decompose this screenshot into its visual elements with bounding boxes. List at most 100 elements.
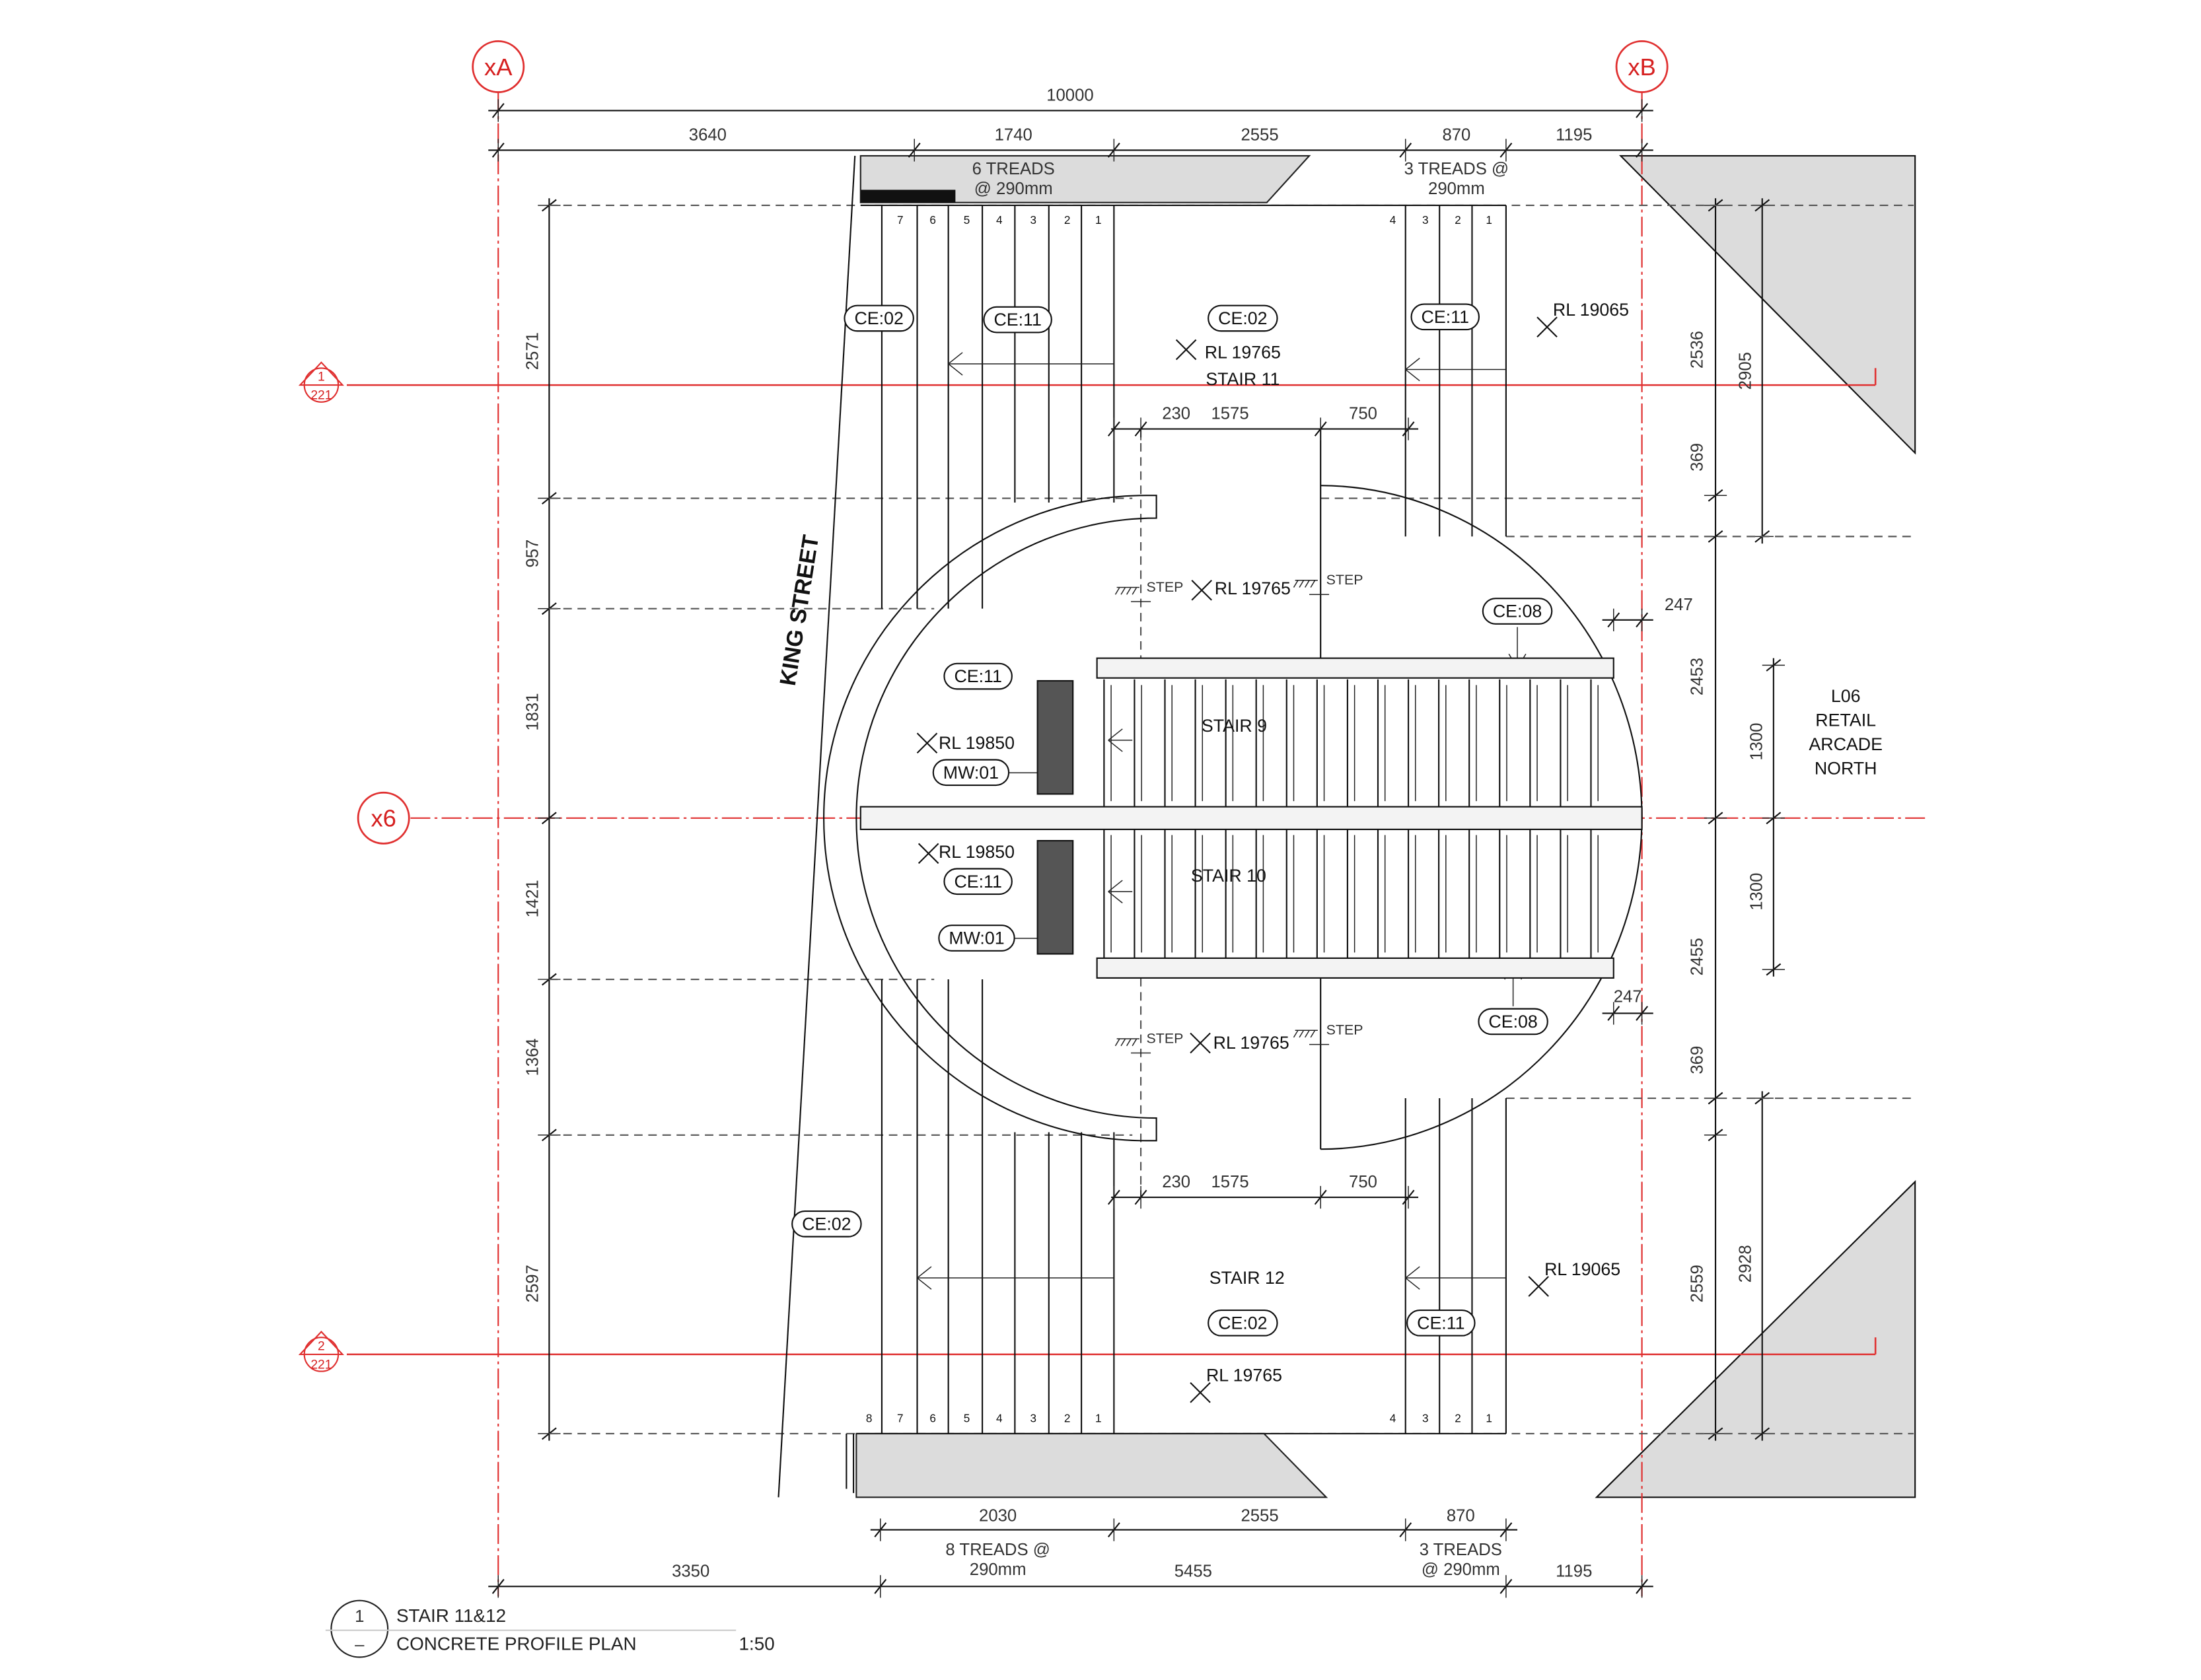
tag-outline [1406,1309,1476,1337]
step-hatch [1310,580,1316,588]
grid-bubbles: xA xB x6 1 221 2 221 [298,40,1669,1372]
area-label-4: NORTH [1815,758,1877,778]
tread-numbers-bottom-left: 2 [1064,1412,1071,1425]
section-1-sheet: 221 [310,389,332,403]
arrow-head [1108,740,1123,752]
step-label-1: STEP [1147,579,1184,595]
tag-mw01-a[interactable]: MW:01 [943,763,999,783]
tag-mw01-b[interactable]: MW:01 [949,928,1004,948]
level-marker [916,732,938,753]
rotunda [823,485,1643,1150]
offset-dim-1: 247 [1665,596,1693,614]
step-hatch [1293,580,1299,588]
dim-left-3: 1831 [523,693,542,730]
level-marker [1190,1032,1211,1054]
area-label-3: ARCADE [1809,734,1883,754]
tag-ce08-b[interactable]: CE:08 [1488,1012,1537,1032]
arrow-head [948,363,963,376]
dim-bottom-4: 3350 [672,1562,709,1580]
tag-outline [1482,598,1553,625]
treads-top-left-2: @ 290mm [974,180,1053,198]
tread-numbers-top-left: 4 [996,213,1003,227]
step-hatch [1310,1030,1316,1038]
step-label-3: STEP [1147,1030,1184,1046]
dim-bottom-5: 5455 [1174,1562,1212,1580]
inner-dim-top-3: 750 [1349,405,1377,423]
level-stair9: RL 19850 [939,733,1015,753]
tag-ce02-d[interactable]: CE:02 [1218,1313,1267,1333]
dim-far-right-1: 2905 [1737,352,1755,390]
tread-numbers-top-left: 7 [897,213,904,227]
grid-label-xA: xA [484,53,513,81]
tag-ce02-c[interactable]: CE:02 [802,1214,851,1234]
dim-right-3: 2453 [1688,658,1707,695]
tag-ce02-a[interactable]: CE:02 [854,308,903,328]
tread-numbers-bottom-right: 1 [1486,1412,1492,1425]
central-beam [859,806,1643,831]
title-block: 1 – STAIR 11&12 CONCRETE PROFILE PLAN 1:… [325,1599,775,1658]
dim-overall: 10000 [1046,86,1093,104]
tread-numbers-bottom-left: 7 [897,1412,904,1425]
section-1-number: 1 [318,370,325,384]
treads-top-left-1: 6 TREADS [972,160,1055,178]
level-lower-landing: RL 19765 [1213,1033,1289,1053]
grid-label-x6: x6 [371,805,396,832]
tread-numbers-top-left: 6 [929,213,936,227]
tag-ce11-d[interactable]: CE:11 [954,872,1001,892]
tag-outline [1208,304,1278,332]
dim-bottom-6: 1195 [1556,1562,1592,1580]
stair9-landing-strip [1096,657,1614,679]
masonry-wall-block-lower [1036,839,1074,955]
level-marker [1536,316,1558,338]
treads-top-right-1: 3 TREADS @ [1404,160,1509,178]
view-subtitle: CONCRETE PROFILE PLAN [396,1634,637,1654]
view-title: STAIR 11&12 [396,1605,506,1626]
step-label-4: STEP [1326,1022,1363,1038]
tread-numbers-bottom-left: 8 [866,1412,873,1425]
dim-left-1: 2571 [523,332,542,370]
tag-outline [943,662,1013,690]
arrow-head [1108,728,1123,741]
tag-ce11-a[interactable]: CE:11 [993,310,1041,330]
step-hatch [1299,1030,1305,1038]
tread-numbers-bottom-right: 2 [1455,1412,1461,1425]
arrow-head [1405,1277,1420,1290]
grid-bubble-x6 [357,791,410,845]
arrow-head [917,1266,932,1278]
step-hatch [1126,1038,1132,1047]
inner-dim-top-2: 1575 [1211,405,1248,423]
tag-ce08-a[interactable]: CE:08 [1493,602,1542,621]
dim-bottom-3: 870 [1447,1507,1475,1525]
upper-black-band [860,190,956,203]
stair-11-label: STAIR 11 [1206,369,1280,389]
dim-center-2: 1300 [1748,873,1766,911]
right-bottom-void [1595,1179,1916,1498]
level-marker [1190,1382,1211,1403]
tag-ce11-b[interactable]: CE:11 [1422,307,1469,327]
tag-ce11-c[interactable]: CE:11 [954,666,1001,686]
tag-outline [932,759,1010,787]
inner-dim-bottom-3: 750 [1349,1173,1377,1191]
tag-outline [791,1210,862,1238]
tread-numbers-top-right: 3 [1422,213,1429,227]
dim-right-1: 2536 [1688,331,1707,368]
stair10-landing-strip [1096,957,1614,979]
tread-numbers-top-left: 5 [964,213,970,227]
inner-dim-bottom-1: 230 [1162,1173,1190,1191]
tread-numbers-top-right: 4 [1390,213,1396,227]
step-hatch [1304,580,1310,588]
fills [855,155,1916,1498]
tag-ce02-b[interactable]: CE:02 [1218,308,1267,328]
step-hatch [1126,587,1132,595]
arrow-head [948,352,963,365]
tread-numbers-top-left: 3 [1030,213,1036,227]
level-marker [918,843,939,864]
step-hatch [1299,580,1305,588]
arrow-head [917,1277,932,1290]
level-upper-landing: RL 19765 [1215,578,1291,598]
section-2-sheet: 221 [310,1358,332,1372]
tag-ce11-e[interactable]: CE:11 [1417,1313,1464,1333]
dim-right-2: 369 [1688,443,1707,472]
